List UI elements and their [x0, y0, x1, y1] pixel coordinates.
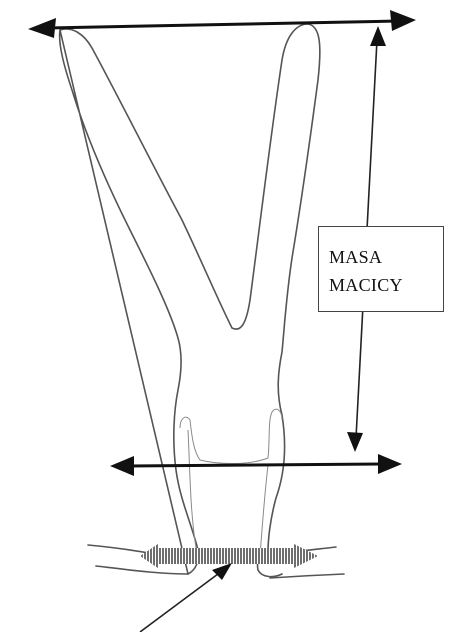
cervical-canal-outline [180, 409, 282, 556]
uterus-outline [60, 24, 320, 577]
middle-width-arrow [110, 454, 402, 476]
middle-arrow-head-left [110, 456, 134, 476]
pointer-arrow-shaft [140, 571, 222, 632]
top-width-arrow [28, 10, 416, 38]
vertical-arrow-head-bottom [347, 432, 363, 452]
top-arrow-head-right [390, 10, 416, 31]
top-arrow-shaft [48, 21, 398, 28]
label-line-2: MACICY [329, 271, 443, 299]
vertical-arrow-head-top [370, 26, 386, 46]
masa-macicy-label: MASA MACICY [318, 226, 444, 312]
top-arrow-head-left [28, 18, 56, 38]
middle-arrow-shaft [128, 464, 386, 466]
middle-arrow-head-right [378, 454, 402, 474]
label-line-1: MASA [329, 243, 443, 271]
pointer-arrow-head [212, 563, 232, 580]
